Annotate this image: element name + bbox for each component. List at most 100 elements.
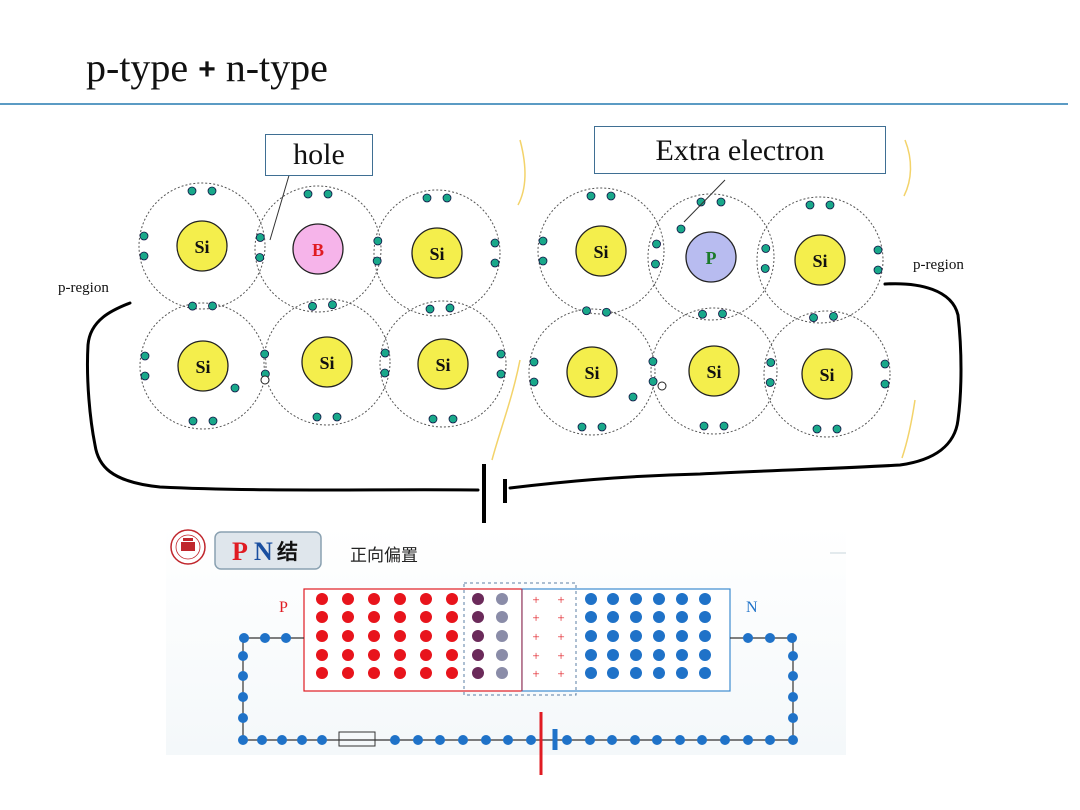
valence-electron [719,421,729,431]
hole-carrier [446,667,458,679]
valence-electron [255,253,265,262]
circuit-electron [585,735,595,745]
circuit-electron [765,735,775,745]
silicon-atom-label: Si [319,353,334,373]
circuit-electron [788,651,798,661]
hole-carrier [446,611,458,623]
electron-carrier [676,611,688,623]
valence-electron [308,301,317,311]
bond-circle [254,185,382,313]
electron-carrier [585,649,597,661]
valence-electron [606,191,616,201]
circuit-electron [281,633,291,643]
valence-electron [380,348,390,358]
circuit-electron [787,633,797,643]
silicon-atom-label: Si [812,251,827,271]
circuit-electron [238,651,248,661]
valence-electron [448,414,458,424]
valence-electron [529,357,539,367]
electron-carrier [653,649,665,661]
hole-carrier [342,593,354,605]
yellow-mark-2 [903,139,912,197]
hole-carrier [316,611,328,623]
yellow-mark-3 [491,359,521,461]
hole-carrier [342,611,354,623]
silicon-atom [794,234,846,286]
silicon-atom [566,346,618,398]
valence-electron [139,231,149,241]
pn-panel-background [166,525,846,755]
ionized-acceptor [496,630,508,642]
bond-circle [650,307,778,435]
valence-electron [873,245,883,255]
hole-carrier [368,667,380,679]
bond-circle [763,310,891,438]
electron-carrier [630,649,642,661]
valence-electron [829,311,838,321]
pn-badge [214,531,322,570]
hole-carrier [420,630,432,642]
p-region-left-label: p-region [58,280,109,296]
electron-carrier [607,593,619,605]
circuit-electron [788,671,798,681]
valence-electron [207,186,217,196]
electron-carrier [699,593,711,605]
circuit-electron [277,735,287,745]
resistor [338,731,376,747]
phosphorus-atom-label: P [706,248,717,268]
valence-electron [323,189,333,199]
silicon-atom [688,345,740,397]
valence-electron [496,349,506,359]
hole-carrier [316,630,328,642]
title-p-type: p-type [86,45,189,90]
ionized-acceptor [472,667,484,679]
hole-carrier [368,630,380,642]
circuit-electron [458,735,468,745]
valence-electron [312,412,322,422]
circuit-electron [697,735,707,745]
circuit-electron [238,735,248,745]
p-side-label: P [279,599,288,616]
valence-electron [812,424,822,434]
pn-badge-p: P [232,537,248,566]
silicon-atom-label: Si [194,237,209,257]
depletion-region [463,582,577,696]
bond-circle [537,187,665,315]
valence-electron [832,424,842,434]
silicon-atom [301,336,353,388]
valence-electron [718,309,727,319]
silicon-atom-label: Si [195,357,210,377]
extra-electron-label: Extra electron [594,126,886,174]
valence-electron [809,313,818,323]
valence-electron [716,197,726,207]
circuit-electron [607,735,617,745]
electron-carrier [699,611,711,623]
ionized-acceptor [496,667,508,679]
valence-electron [380,368,390,378]
valence-electron [761,244,771,253]
valence-electron [577,422,587,432]
hole-carrier [316,593,328,605]
silicon-atom [417,338,469,390]
circuit-electron [238,713,248,723]
valence-electron [428,414,438,424]
electron-carrier [630,611,642,623]
p-region-block [303,588,523,692]
hole-carrier [316,667,328,679]
bond-circle [138,182,266,310]
valence-electron [628,392,638,402]
boron-atom-label: B [312,240,324,260]
extra-electron [676,224,686,234]
valence-electron [651,259,660,269]
circuit-electron [720,735,730,745]
valence-electron [140,351,150,361]
phosphorus-atom [685,231,737,283]
electron-carrier [585,630,597,642]
ionized-donor-sign: + [532,610,539,625]
electron-carrier [676,667,688,679]
circuit-electron [297,735,307,745]
ionized-donor-sign: + [557,592,564,607]
valence-electron [873,265,883,275]
extra-electron-pointer-line [683,179,726,223]
valence-electron [648,357,658,366]
